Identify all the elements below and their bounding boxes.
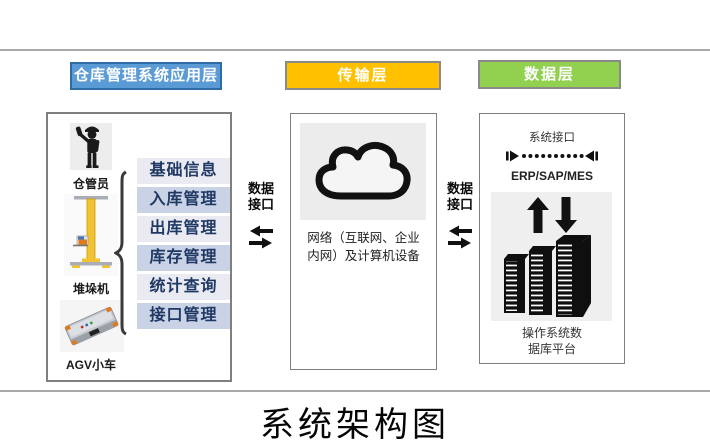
- header-application-layer: 仓库管理系统应用层: [70, 62, 222, 90]
- application-layer-panel: 仓管员 堆垛机: [46, 112, 232, 382]
- header-data-layer: 数据层: [478, 60, 621, 89]
- module-item: 入库管理: [137, 187, 230, 213]
- header-transport-layer: 传输层: [285, 61, 441, 90]
- agv-icon: [60, 300, 124, 352]
- grouping-brace: [112, 170, 128, 336]
- bidirectional-arrows-icon: [434, 224, 486, 255]
- data-interface-connector-left: 数据 接口: [235, 181, 287, 255]
- module-item: 统计查询: [137, 274, 230, 300]
- database-servers-icon: [491, 192, 612, 321]
- cloud-icon: [300, 123, 426, 220]
- bottom-divider-line: [0, 390, 710, 392]
- stacker-crane-label: 堆垛机: [72, 282, 109, 296]
- network-label: 网络（互联网、企业 内网）及计算机设备: [307, 231, 420, 263]
- data-interface-label: 数据 接口: [247, 181, 274, 213]
- module-item: 出库管理: [137, 216, 230, 242]
- server-racks-icon: [503, 235, 591, 317]
- dotted-link-icon: [480, 149, 624, 167]
- data-layer-panel: 系统接口 ERP/SAP/MES: [479, 113, 625, 364]
- module-item: 基础信息: [137, 158, 230, 184]
- warehouse-keeper-icon: [70, 123, 112, 170]
- platform-label: 操作系统数 据库平台: [521, 326, 582, 356]
- module-item: 库存管理: [137, 245, 230, 271]
- up-down-arrows-icon: [526, 197, 577, 233]
- page-title: 系统架构图: [260, 406, 450, 443]
- system-interface-label: 系统接口: [529, 132, 575, 144]
- transport-layer-panel: 网络（互联网、企业 内网）及计算机设备: [290, 113, 437, 370]
- erp-sap-mes-label: ERP/SAP/MES: [510, 169, 594, 183]
- top-divider-line: [0, 49, 710, 51]
- module-item: 接口管理: [137, 303, 230, 329]
- data-interface-label: 数据 接口: [446, 181, 473, 213]
- agv-label: AGV小车: [65, 358, 116, 372]
- bidirectional-arrows-icon: [235, 224, 287, 255]
- module-list: 基础信息 入库管理 出库管理 库存管理 统计查询 接口管理: [137, 158, 230, 332]
- warehouse-keeper-label: 仓管员: [72, 177, 109, 191]
- data-interface-connector-right: 数据 接口: [434, 181, 486, 255]
- stacker-crane-icon: [64, 194, 118, 276]
